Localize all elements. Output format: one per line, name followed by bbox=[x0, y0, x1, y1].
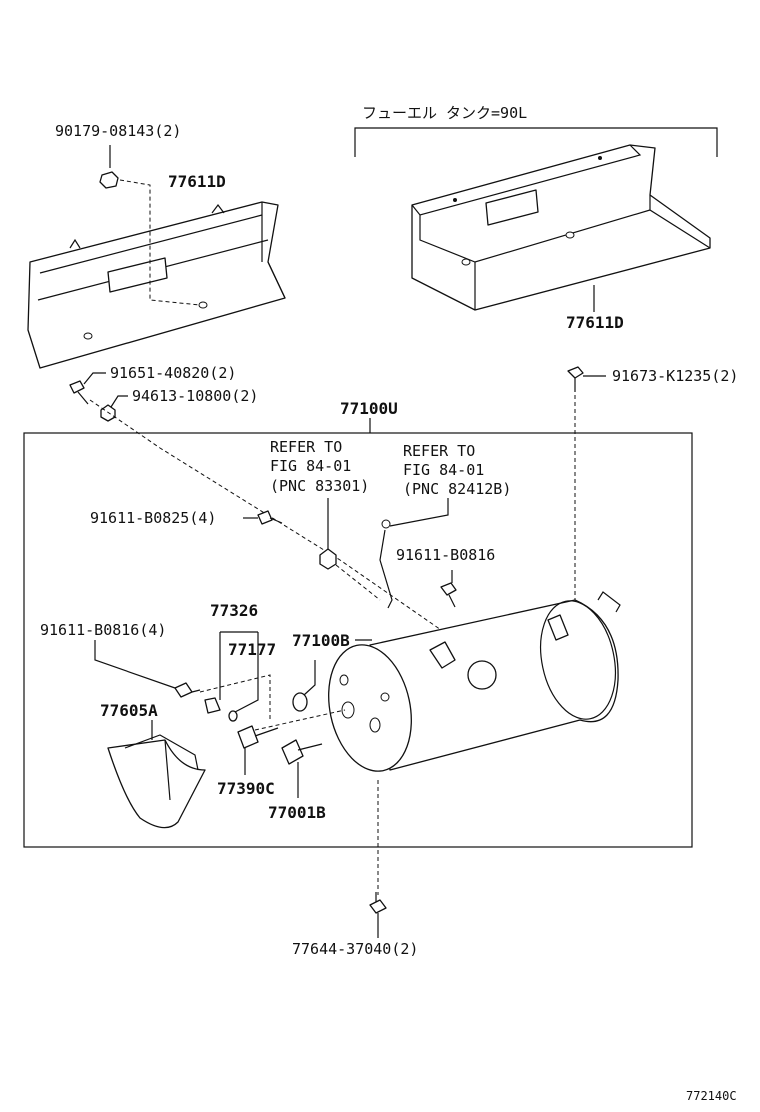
label-77326: 77326 bbox=[210, 601, 258, 620]
figure-code: 772140C bbox=[686, 1089, 737, 1103]
fitting-77001b bbox=[281, 739, 323, 765]
label-77611d-left: 77611D bbox=[168, 172, 226, 191]
label-91611-b0825: 91611-B0825(4) bbox=[90, 509, 216, 527]
bolt-90179 bbox=[99, 171, 119, 189]
label-refer1-b: FIG 84-01 bbox=[270, 457, 351, 475]
assembly-frame-77100u bbox=[23, 432, 693, 848]
label-94613: 94613-10800(2) bbox=[132, 387, 258, 405]
washer-94613 bbox=[100, 404, 116, 422]
bolt-91611-b0816 bbox=[440, 582, 457, 608]
label-77100u: 77100U bbox=[340, 399, 398, 418]
bolt-77644 bbox=[369, 892, 387, 914]
heat-shield-left bbox=[27, 201, 286, 369]
label-77644: 77644-37040(2) bbox=[292, 940, 418, 958]
label-77001b: 77001B bbox=[268, 803, 326, 822]
fuel-tank bbox=[328, 591, 621, 772]
label-91673: 91673-K1235(2) bbox=[612, 367, 738, 385]
label-refer2-b: FIG 84-01 bbox=[403, 461, 484, 479]
label-91611-b0816-4: 91611-B0816(4) bbox=[40, 621, 166, 639]
label-77100b: 77100B bbox=[292, 631, 350, 650]
sender-wire-pnc-82412b bbox=[379, 519, 393, 609]
protector-77605a bbox=[107, 734, 206, 829]
label-77390c: 77390C bbox=[217, 779, 275, 798]
label-77611d-right: 77611D bbox=[566, 313, 624, 332]
label-90179: 90179-08143(2) bbox=[55, 122, 181, 140]
label-refer1-c: (PNC 83301) bbox=[270, 477, 369, 495]
bolt-91651 bbox=[69, 380, 89, 405]
drain-plug-77326 bbox=[204, 697, 221, 714]
gasket-77100b bbox=[292, 692, 308, 712]
bracket-tank-spec bbox=[354, 127, 718, 157]
valve-77390c bbox=[237, 725, 279, 749]
label-tank-spec: フューエル タンク=90L bbox=[362, 104, 527, 122]
label-77177: 77177 bbox=[228, 640, 276, 659]
label-refer2-c: (PNC 82412B) bbox=[403, 480, 511, 498]
nut-pnc-83301 bbox=[319, 548, 337, 570]
label-91611-b0816: 91611-B0816 bbox=[396, 546, 495, 564]
bolt-91673 bbox=[567, 366, 584, 392]
bolt-91611-b0816-4 bbox=[174, 682, 201, 698]
label-77605a: 77605A bbox=[100, 701, 158, 720]
label-91651: 91651-40820(2) bbox=[110, 364, 236, 382]
label-refer2-a: REFER TO bbox=[403, 442, 475, 460]
label-refer1-a: REFER TO bbox=[270, 438, 342, 456]
bolt-91611-b0825 bbox=[257, 510, 283, 525]
gasket-77177 bbox=[228, 710, 238, 722]
heat-shield-right bbox=[411, 144, 711, 311]
